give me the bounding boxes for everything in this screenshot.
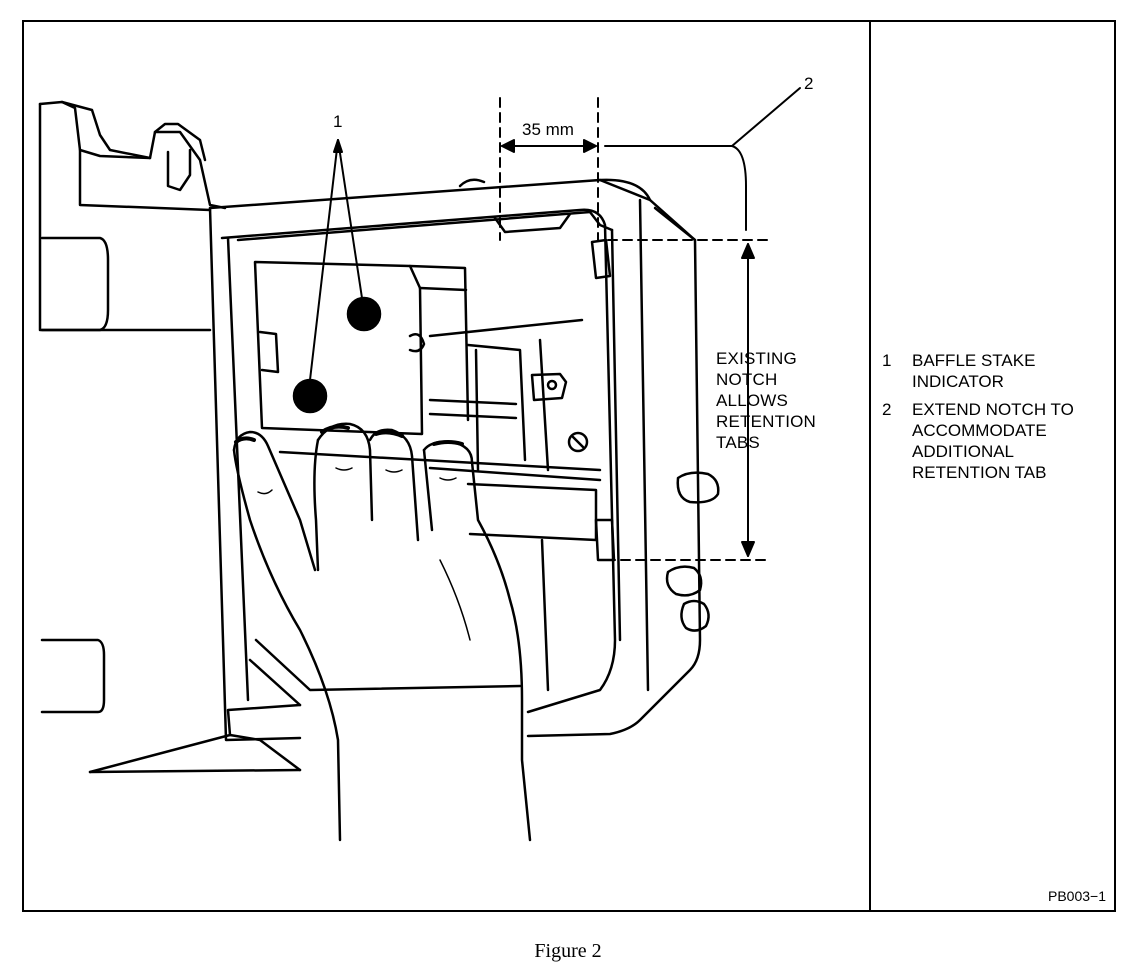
legend-number: 1	[882, 351, 892, 370]
legend-line: INDICATOR	[912, 372, 1004, 391]
legend-line: ADDITIONAL	[912, 442, 1015, 461]
technician-hand	[232, 422, 532, 842]
callout-1-leaders	[309, 139, 363, 381]
legend-line: ACCOMMODATE	[912, 421, 1047, 440]
legend-line: BAFFLE STAKE	[912, 351, 1036, 370]
figure-frame	[22, 20, 1116, 912]
ref-label-1: 1	[333, 112, 343, 131]
callout-line: TABS	[716, 433, 760, 452]
legend-text: EXTEND NOTCH TO ACCOMMODATE ADDITIONAL R…	[912, 399, 1112, 483]
legend-divider	[869, 20, 871, 912]
figure-id: PB003−1	[1048, 888, 1106, 904]
existing-notch-callout: EXISTING NOTCH ALLOWS RETENTION TABS	[716, 348, 816, 453]
figure-caption: Figure 2	[534, 940, 602, 962]
callout-2-leader	[604, 87, 801, 231]
callout-line: NOTCH	[716, 370, 778, 389]
stake-indicator-dots	[292, 296, 382, 414]
legend-item-1: 1 BAFFLE STAKE INDICATOR	[882, 350, 1112, 392]
dimension-35mm	[499, 97, 599, 241]
dimension-notch-span	[605, 239, 771, 561]
legend-text: BAFFLE STAKE INDICATOR	[912, 350, 1112, 392]
callout-line: RETENTION	[716, 412, 817, 431]
legend-line: EXTEND NOTCH TO	[912, 400, 1074, 419]
callout-line: ALLOWS	[716, 391, 789, 410]
legend-item-2: 2 EXTEND NOTCH TO ACCOMMODATE ADDITIONAL…	[882, 399, 1112, 483]
legend-line: RETENTION TAB	[912, 463, 1047, 482]
dimension-35mm-label: 35 mm	[522, 120, 574, 139]
ref-label-2: 2	[804, 74, 814, 93]
baffle-mechanism	[248, 260, 602, 707]
legend-number: 2	[882, 400, 892, 419]
callout-line: EXISTING	[716, 349, 797, 368]
mounting-bracket	[38, 100, 302, 774]
